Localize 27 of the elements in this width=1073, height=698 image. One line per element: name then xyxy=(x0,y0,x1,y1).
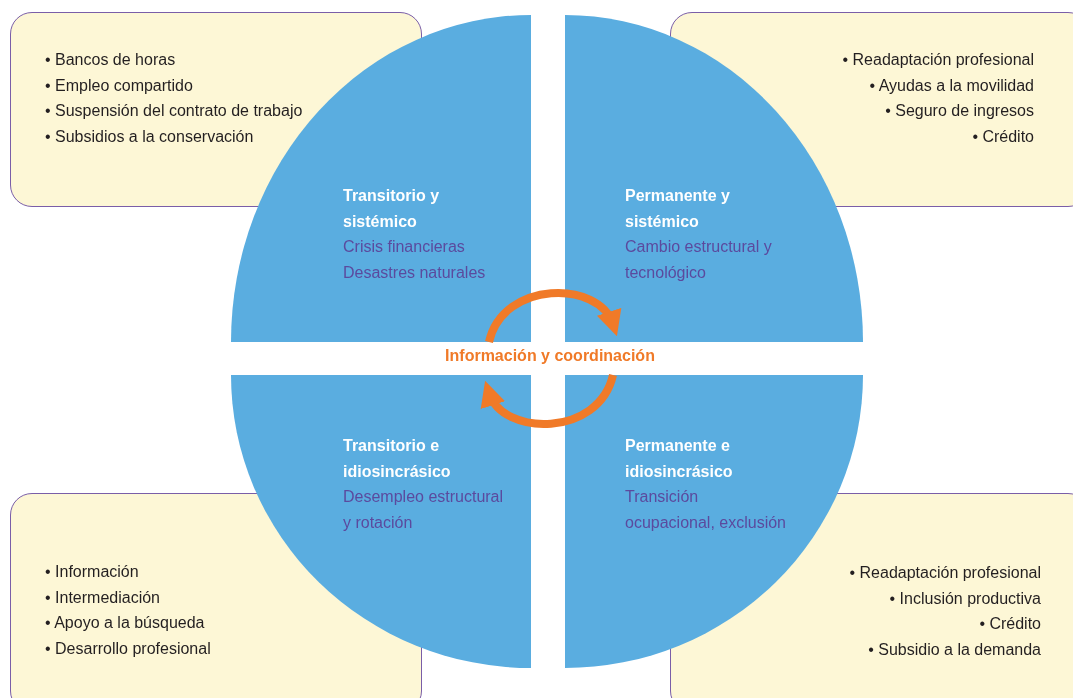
quadrant-heading: Permanente e idiosincrásico xyxy=(625,436,734,482)
quadrant-description: Crisis financieras Desastres naturales xyxy=(343,237,487,283)
arrow xyxy=(483,373,617,428)
bullet-item: • Readaptación profesional xyxy=(849,563,1041,583)
center-label: Información y coordinación xyxy=(444,347,656,365)
bullet-item: • Bancos de horas xyxy=(45,50,177,70)
bullet-item: • Crédito xyxy=(971,126,1034,147)
bullet-item: • Subsidio a la demanda xyxy=(867,639,1041,660)
bullet-item: • Desarrollo profesional xyxy=(45,638,211,659)
bullet-item: • Información xyxy=(45,562,140,582)
quadrant-description: Cambio estructural y tecnológico xyxy=(625,237,773,283)
quadrant-heading: Permanente y sistémico xyxy=(625,186,731,232)
bullet-item: • Readaptación profesional xyxy=(842,50,1034,70)
bullet-item: • Inclusión productiva xyxy=(888,588,1041,609)
bullet-item: • Intermediación xyxy=(45,587,161,608)
bullet-item: • Seguro de ingresos xyxy=(884,101,1034,121)
bullet-item: • Suspensión del contrato de trabajo xyxy=(45,101,303,121)
bullet-item: • Crédito xyxy=(978,614,1041,634)
bullet-item: • Apoyo a la búsqueda xyxy=(45,613,206,633)
arrow xyxy=(485,289,619,344)
bullet-item: • Subsidios a la conservación xyxy=(45,126,255,147)
bullet-item: • Ayudas a la movilidad xyxy=(868,75,1034,96)
quadrant-heading: Transitorio y sistémico xyxy=(343,186,441,232)
quadrant-heading: Transitorio e idiosincrásico xyxy=(343,436,452,482)
quadrant-description: Desempleo estructural y rotación xyxy=(343,487,505,533)
quadrant-description: Transición ocupacional, exclusión xyxy=(625,487,787,533)
bullet-item: • Empleo compartido xyxy=(45,75,194,96)
